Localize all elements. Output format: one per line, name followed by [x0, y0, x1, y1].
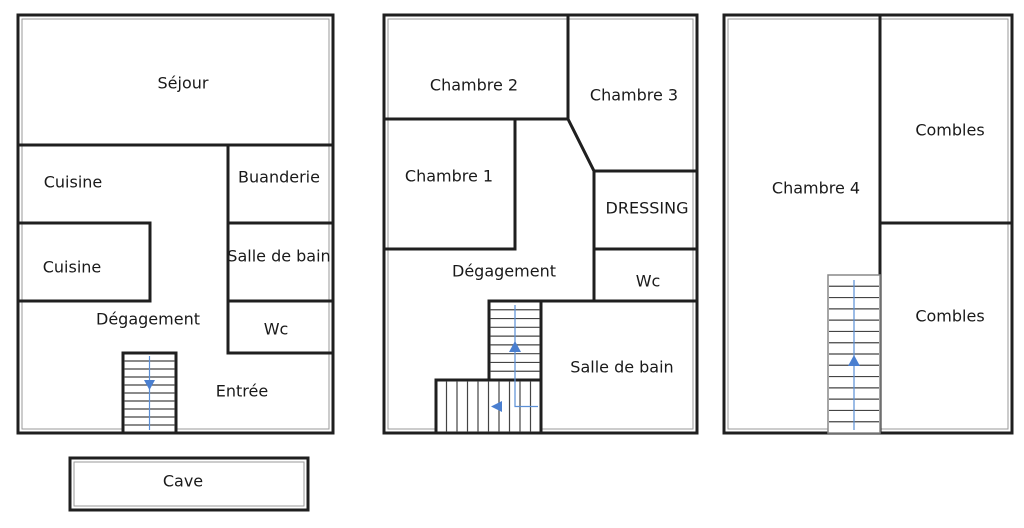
stair-arrow-up-icon — [509, 341, 521, 352]
ground-floor-plan: Séjour Cuisine Cuisine Buanderie Salle d… — [16, 13, 335, 435]
chambre-3-wall — [565, 116, 597, 174]
room-label-wc: Wc — [264, 320, 289, 339]
first-floor-plan: Chambre 2 Chambre 3 Chambre 1 DRESSING D… — [382, 13, 699, 435]
room-label-degagement: Dégagement — [96, 310, 200, 329]
room-label-chambre-3: Chambre 3 — [590, 86, 678, 105]
room-label-degagement: Dégagement — [452, 262, 556, 281]
room-label-chambre-1: Chambre 1 — [405, 167, 493, 186]
room-label-cave: Cave — [163, 472, 203, 491]
room-label-cuisine: Cuisine — [43, 258, 102, 277]
stair-arrow-down-icon — [144, 380, 155, 390]
room-label-chambre-2: Chambre 2 — [430, 76, 518, 95]
room-label-entree: Entrée — [216, 382, 268, 401]
staircase-up — [827, 274, 881, 434]
room-label-dressing: DRESSING — [606, 199, 689, 218]
room-label-wc: Wc — [636, 272, 661, 291]
room-label-salle-de-bain: Salle de bain — [227, 247, 330, 266]
staircase-up — [434, 299, 543, 435]
room-label-combles: Combles — [915, 121, 984, 140]
staircase-down — [121, 351, 178, 435]
stair-arrow-left-icon — [491, 401, 502, 412]
cave-outer-wall — [68, 456, 310, 512]
stair-arrow-up-icon — [848, 355, 860, 366]
room-label-buanderie: Buanderie — [238, 168, 320, 187]
room-label-sejour: Séjour — [158, 74, 209, 93]
room-label-salle-de-bain: Salle de bain — [570, 358, 673, 377]
room-label-combles: Combles — [915, 307, 984, 326]
room-label-chambre-4: Chambre 4 — [772, 179, 860, 198]
basement-plan: Cave — [68, 456, 310, 512]
second-floor-plan: Chambre 4 Combles Combles — [722, 13, 1014, 435]
room-label-cuisine: Cuisine — [44, 173, 103, 192]
